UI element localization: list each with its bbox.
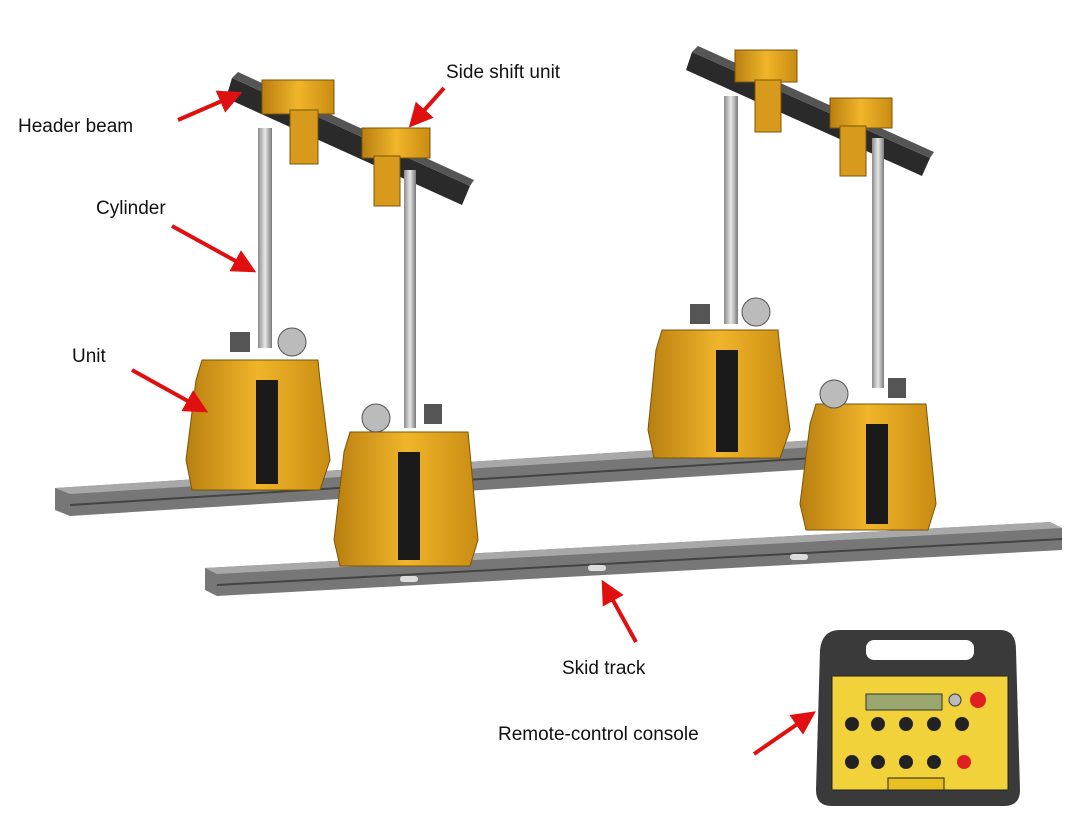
label-remote-console: Remote-control console — [498, 724, 699, 745]
arrow-console — [752, 711, 816, 756]
remote-console — [816, 630, 1020, 806]
unit-front-left — [333, 403, 479, 567]
arrow-skid-track — [601, 579, 638, 643]
unit-back-left — [185, 327, 331, 491]
label-side-shift-unit: Side shift unit — [446, 62, 561, 83]
arrow-cylinder — [171, 224, 257, 273]
arrow-header-beam — [177, 90, 243, 122]
arrow-unit — [131, 368, 209, 413]
header-beam-right — [686, 46, 934, 177]
label-skid-track: Skid track — [562, 658, 646, 679]
unit-front-right — [799, 378, 937, 531]
label-unit: Unit — [72, 346, 106, 367]
unit-back-right — [647, 297, 791, 459]
label-header-beam: Header beam — [18, 116, 134, 137]
callout-arrows — [131, 86, 816, 756]
label-cylinder: Cylinder — [96, 198, 166, 219]
arrow-side-shift — [408, 86, 446, 128]
skid-track-front — [205, 522, 1063, 596]
cylinders — [258, 96, 884, 428]
